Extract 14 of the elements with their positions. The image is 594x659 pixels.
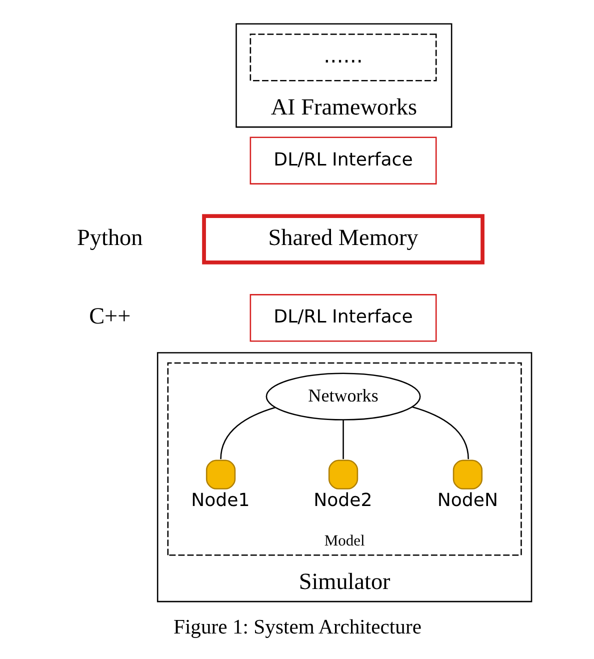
connector: [220, 406, 275, 460]
node-box: Shared Memory: [202, 214, 484, 264]
label: Python: [76, 224, 142, 251]
node-label: Node2: [313, 490, 372, 511]
caption: Figure 1: System Architecture: [172, 616, 422, 639]
connector: [342, 420, 344, 460]
node-box: DL/RL Interface: [249, 294, 436, 342]
node-label: Node1: [190, 490, 250, 511]
node-box: DL/RL Interface: [249, 136, 436, 184]
node-box: ......: [249, 34, 436, 82]
connector: [412, 406, 468, 460]
node-label: NodeN: [436, 490, 498, 511]
label: C++: [88, 304, 130, 330]
node-ellipse: Networks: [265, 372, 420, 420]
